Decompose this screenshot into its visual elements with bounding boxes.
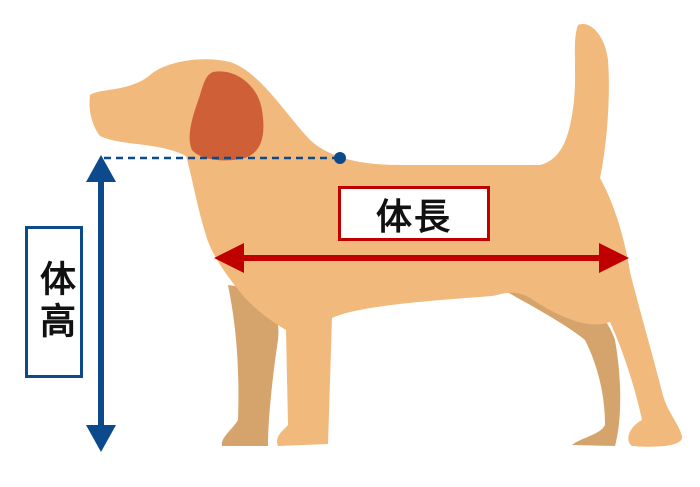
- height-arrow-head-up: [86, 155, 116, 182]
- body-length-label: 体長: [338, 186, 490, 241]
- body-height-label: 体高: [25, 226, 83, 378]
- far-front-leg: [221, 285, 279, 446]
- dog-ear: [189, 71, 264, 161]
- withers-point: [334, 152, 346, 164]
- height-arrow-head-down: [86, 425, 116, 452]
- far-hind-leg: [495, 285, 621, 446]
- length-arrow-head-right: [599, 243, 629, 273]
- length-arrow-head-left: [214, 243, 244, 273]
